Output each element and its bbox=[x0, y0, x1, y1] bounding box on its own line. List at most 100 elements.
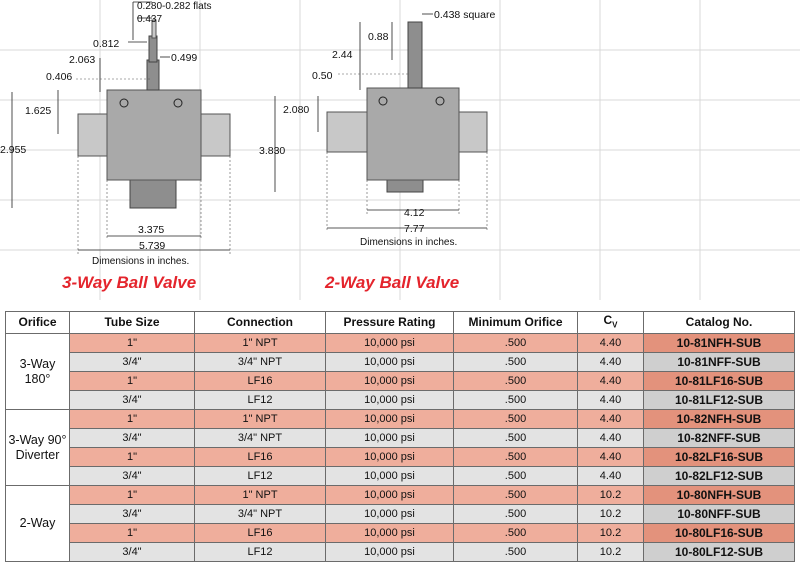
pressure-cell: 10,000 psi bbox=[325, 504, 454, 525]
tube-size-cell: 3/4" bbox=[69, 390, 195, 411]
header-cv: CV bbox=[577, 310, 644, 335]
catalog-cell: 10-82LF16-SUB bbox=[643, 447, 795, 468]
tube-size-cell: 3/4" bbox=[69, 542, 195, 562]
svg-text:7.77: 7.77 bbox=[404, 223, 425, 235]
svg-text:0.406: 0.406 bbox=[46, 71, 72, 83]
cv-cell: 10.2 bbox=[577, 542, 644, 562]
pressure-cell: 10,000 psi bbox=[325, 485, 454, 506]
cv-cell: 10.2 bbox=[577, 523, 644, 544]
catalog-cell: 10-80LF12-SUB bbox=[643, 542, 795, 562]
min-orifice-cell: .500 bbox=[453, 466, 578, 487]
catalog-cell: 10-82LF12-SUB bbox=[643, 466, 795, 487]
title-2way: 2-Way Ball Valve bbox=[324, 273, 459, 292]
pressure-cell: 10,000 psi bbox=[325, 333, 454, 354]
bolt-hole-icon bbox=[119, 98, 129, 108]
connection-cell: 3/4" NPT bbox=[194, 504, 326, 525]
pressure-cell: 10,000 psi bbox=[325, 428, 454, 449]
min-orifice-cell: .500 bbox=[453, 447, 578, 468]
svg-text:5.739: 5.739 bbox=[139, 240, 165, 252]
svg-text:0.499: 0.499 bbox=[171, 52, 197, 64]
connection-cell: LF16 bbox=[194, 523, 326, 544]
connection-cell: LF16 bbox=[194, 371, 326, 392]
cv-cell: 4.40 bbox=[577, 390, 644, 411]
orifice-cell: 3-Way 180° bbox=[5, 333, 70, 411]
min-orifice-cell: .500 bbox=[453, 485, 578, 506]
connection-cell: LF12 bbox=[194, 466, 326, 487]
svg-text:0.437: 0.437 bbox=[137, 14, 162, 25]
svg-text:2.080: 2.080 bbox=[283, 104, 309, 116]
svg-text:2.063: 2.063 bbox=[69, 54, 95, 66]
tube-size-cell: 3/4" bbox=[69, 466, 195, 487]
connection-cell: 1" NPT bbox=[194, 333, 326, 354]
tube-size-cell: 3/4" bbox=[69, 352, 195, 373]
pressure-cell: 10,000 psi bbox=[325, 542, 454, 562]
cv-cell: 4.40 bbox=[577, 466, 644, 487]
valve-body-2way bbox=[366, 87, 460, 181]
svg-text:4.12: 4.12 bbox=[404, 207, 425, 219]
min-orifice-cell: .500 bbox=[453, 333, 578, 354]
tube-size-cell: 3/4" bbox=[69, 428, 195, 449]
svg-text:0.438 square: 0.438 square bbox=[434, 9, 495, 21]
stem-2way bbox=[407, 21, 423, 89]
header-pressure-rating: Pressure Rating bbox=[325, 310, 454, 335]
min-orifice-cell: .500 bbox=[453, 523, 578, 544]
svg-text:1.625: 1.625 bbox=[25, 105, 51, 117]
tube-size-cell: 3/4" bbox=[69, 504, 195, 525]
header-minimum-orifice: Minimum Orifice bbox=[453, 310, 578, 335]
connection-cell: 1" NPT bbox=[194, 409, 326, 430]
tube-size-cell: 1" bbox=[69, 485, 195, 506]
valve-drawings: 0.280-0.282 flats 0.437 0.812 0.499 2.06… bbox=[0, 0, 800, 300]
svg-text:2.44: 2.44 bbox=[332, 49, 353, 61]
pressure-cell: 10,000 psi bbox=[325, 371, 454, 392]
min-orifice-cell: .500 bbox=[453, 390, 578, 411]
orifice-cell: 3-Way 90° Diverter bbox=[5, 409, 70, 487]
catalog-cell: 10-81NFF-SUB bbox=[643, 352, 795, 373]
catalog-cell: 10-80NFF-SUB bbox=[643, 504, 795, 525]
pressure-cell: 10,000 psi bbox=[325, 409, 454, 430]
pressure-cell: 10,000 psi bbox=[325, 390, 454, 411]
header-orifice: Orifice bbox=[5, 310, 70, 335]
cv-cell: 4.40 bbox=[577, 409, 644, 430]
cv-cell: 4.40 bbox=[577, 371, 644, 392]
catalog-cell: 10-82NFH-SUB bbox=[643, 409, 795, 430]
min-orifice-cell: .500 bbox=[453, 352, 578, 373]
svg-text:0.812: 0.812 bbox=[93, 38, 119, 50]
orifice-cell: 2-Way bbox=[5, 485, 70, 562]
pressure-cell: 10,000 psi bbox=[325, 447, 454, 468]
stem-3way bbox=[146, 59, 160, 91]
header-catalog-no: Catalog No. bbox=[643, 310, 795, 335]
catalog-cell: 10-81LF12-SUB bbox=[643, 390, 795, 411]
pressure-cell: 10,000 psi bbox=[325, 466, 454, 487]
catalog-cell: 10-81LF16-SUB bbox=[643, 371, 795, 392]
cv-cell: 4.40 bbox=[577, 428, 644, 449]
pressure-cell: 10,000 psi bbox=[325, 523, 454, 544]
tube-size-cell: 1" bbox=[69, 333, 195, 354]
cv-cell: 4.40 bbox=[577, 352, 644, 373]
table-header-row: Orifice Tube Size Connection Pressure Ra… bbox=[5, 310, 795, 335]
pressure-cell: 10,000 psi bbox=[325, 352, 454, 373]
spec-table: Orifice Tube Size Connection Pressure Ra… bbox=[5, 310, 795, 562]
svg-text:2.955: 2.955 bbox=[0, 144, 26, 156]
connection-cell: LF16 bbox=[194, 447, 326, 468]
catalog-cell: 10-80NFH-SUB bbox=[643, 485, 795, 506]
bolt-hole-icon bbox=[173, 98, 183, 108]
min-orifice-cell: .500 bbox=[453, 504, 578, 525]
min-orifice-cell: .500 bbox=[453, 542, 578, 562]
connection-cell: LF12 bbox=[194, 390, 326, 411]
header-connection: Connection bbox=[194, 310, 326, 335]
cv-cell: 4.40 bbox=[577, 333, 644, 354]
svg-text:0.50: 0.50 bbox=[312, 70, 333, 82]
connection-cell: LF12 bbox=[194, 542, 326, 562]
cv-cell: 4.40 bbox=[577, 447, 644, 468]
svg-text:0.280-0.282 flats: 0.280-0.282 flats bbox=[137, 1, 212, 12]
